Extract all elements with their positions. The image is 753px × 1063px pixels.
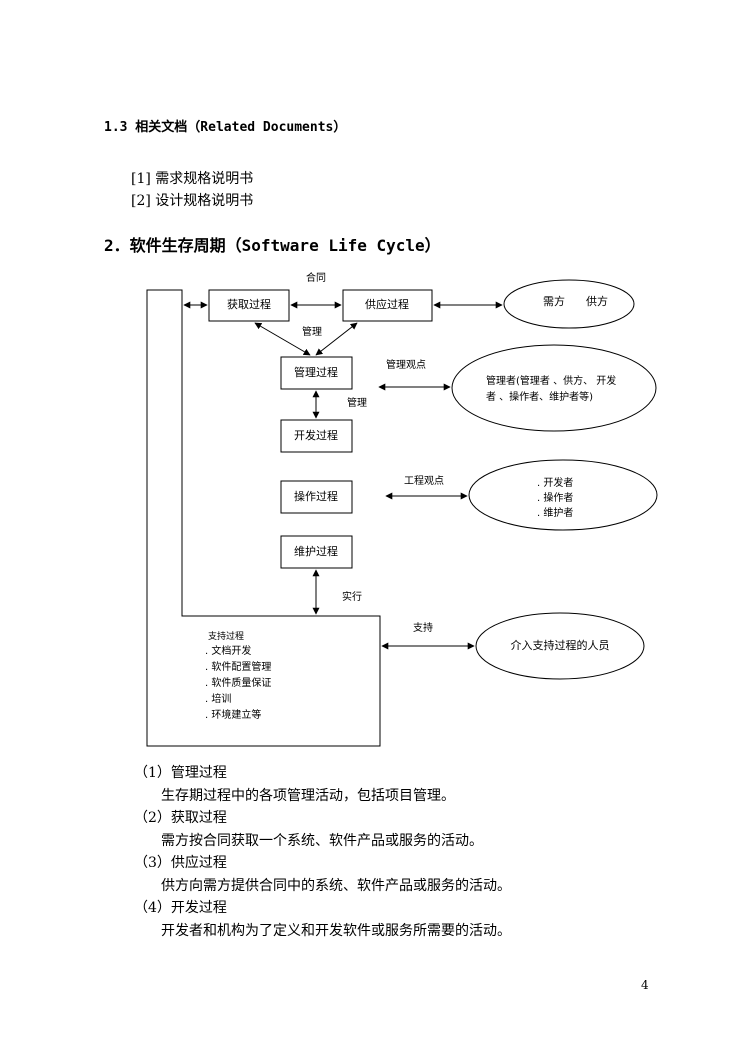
engineers-ellipse: . 开发者 . 操作者 . 维护者 — [468, 459, 658, 531]
acquirer-label: 需方 — [543, 294, 565, 308]
contract-label: 合同 — [306, 271, 326, 284]
description-body: 需方按合同获取一个系统、软件产品或服务的活动。 — [161, 833, 483, 849]
chapter-title: 2．软件生存周期（Software Life Cycle） — [104, 236, 441, 255]
managers-line-1: 管理者(管理者 、供方、 开发 — [486, 374, 616, 387]
description-heading: （1）管理过程 — [134, 765, 227, 781]
development-label: 开发过程 — [294, 428, 338, 442]
outer-frame — [146, 289, 381, 747]
acquisition-label: 获取过程 — [227, 298, 271, 311]
page-number: 4 — [641, 978, 649, 992]
management-label: 管理过程 — [294, 365, 338, 379]
managers-line-2: 者 、操作者、维护者等) — [486, 390, 593, 403]
arrow-acquisition-management — [254, 322, 311, 356]
engineering-view-label: 工程观点 — [404, 475, 444, 487]
parties-ellipse: 需方 供方 — [503, 279, 635, 329]
description-heading: （3）供应过程 — [134, 855, 227, 871]
operation-process-box: 操作过程 — [280, 480, 353, 514]
maintenance-label: 维护过程 — [294, 544, 338, 558]
acquisition-process-box: 获取过程 — [208, 289, 290, 322]
reference-item: [1] 需求规格说明书 — [131, 171, 254, 187]
support-item: . 软件质量保证 — [205, 676, 271, 689]
supplier-label: 供方 — [586, 294, 608, 308]
support-label: 支持 — [413, 621, 433, 634]
engineer-item: . 维护者 — [537, 506, 573, 519]
description-body: 供方向需方提供合同中的系统、软件产品或服务的活动。 — [161, 878, 511, 894]
support-staff-label: 介入支持过程的人员 — [511, 638, 610, 652]
engineer-item: . 开发者 — [537, 476, 573, 489]
support-staff-ellipse: 介入支持过程的人员 — [475, 612, 645, 680]
supply-process-box: 供应过程 — [342, 289, 433, 322]
implement-label: 实行 — [342, 590, 362, 603]
description-heading: （4）开发过程 — [134, 900, 227, 916]
description-body: 开发者和机构为了定义和开发软件或服务所需要的活动。 — [161, 923, 511, 939]
support-item: . 软件配置管理 — [205, 660, 271, 673]
support-process-title: 支持过程 — [208, 630, 244, 642]
management-process-box: 管理过程 — [280, 356, 353, 390]
supply-label: 供应过程 — [365, 297, 409, 311]
management-top-label: 管理 — [302, 325, 322, 338]
management-view-label: 管理观点 — [386, 358, 426, 371]
support-process-box: 支持过程 . 文档开发 . 软件配置管理 . 软件质量保证 . 培训 . 环境建… — [205, 630, 271, 721]
management-side-label: 管理 — [347, 396, 367, 409]
engineer-item: . 操作者 — [537, 491, 573, 504]
support-item: . 文档开发 — [205, 644, 251, 657]
description-heading: （2）获取过程 — [134, 810, 227, 826]
description-body: 生存期过程中的各项管理活动，包括项目管理。 — [161, 788, 455, 804]
development-process-box: 开发过程 — [280, 419, 353, 453]
support-item: . 环境建立等 — [205, 708, 261, 721]
maintenance-process-box: 维护过程 — [280, 535, 353, 569]
reference-item: [2] 设计规格说明书 — [131, 193, 254, 209]
section-title: 1.3 相关文档（Related Documents） — [104, 120, 347, 135]
operation-label: 操作过程 — [294, 489, 338, 503]
arrow-supply-management — [315, 322, 358, 356]
support-item: . 培训 — [205, 692, 231, 705]
managers-ellipse: 管理者(管理者 、供方、 开发 者 、操作者、维护者等) — [451, 344, 657, 432]
